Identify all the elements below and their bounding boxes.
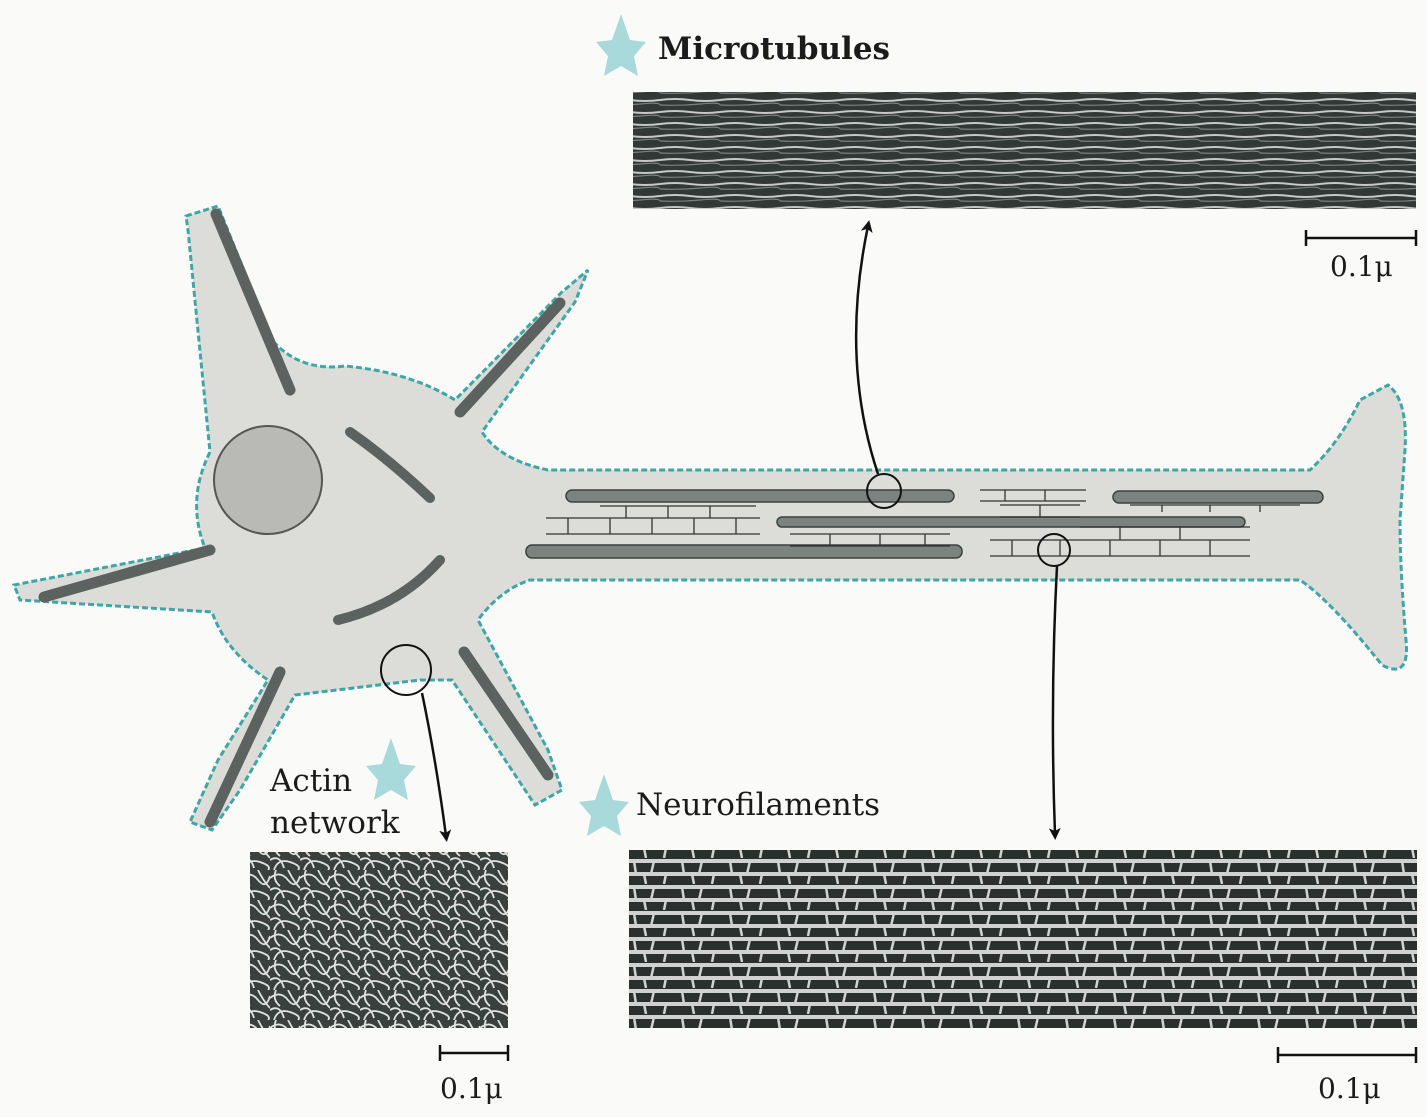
actin-label-line2: network <box>270 806 400 840</box>
actin-label-line1: Actin <box>270 764 352 798</box>
star-icon <box>579 774 629 836</box>
actin-network-micrograph <box>250 852 508 1028</box>
neurofilaments-micrograph <box>629 850 1417 1028</box>
microtubule-arrow <box>856 226 878 474</box>
star-icon <box>366 738 416 800</box>
microtubules-scale-label: 0.1μ <box>1330 250 1393 283</box>
microtubules-micrograph <box>633 92 1416 209</box>
actin-scale-label: 0.1μ <box>440 1072 503 1105</box>
neurofilaments-label: Neurofilaments <box>636 788 880 822</box>
nucleus <box>214 426 322 534</box>
neurofilaments-scale-label: 0.1μ <box>1318 1072 1381 1105</box>
microtubules-label: Microtubules <box>658 32 890 66</box>
star-icon <box>596 14 646 76</box>
actin-arrow <box>422 693 446 836</box>
neurofilament-arrow <box>1053 566 1057 834</box>
